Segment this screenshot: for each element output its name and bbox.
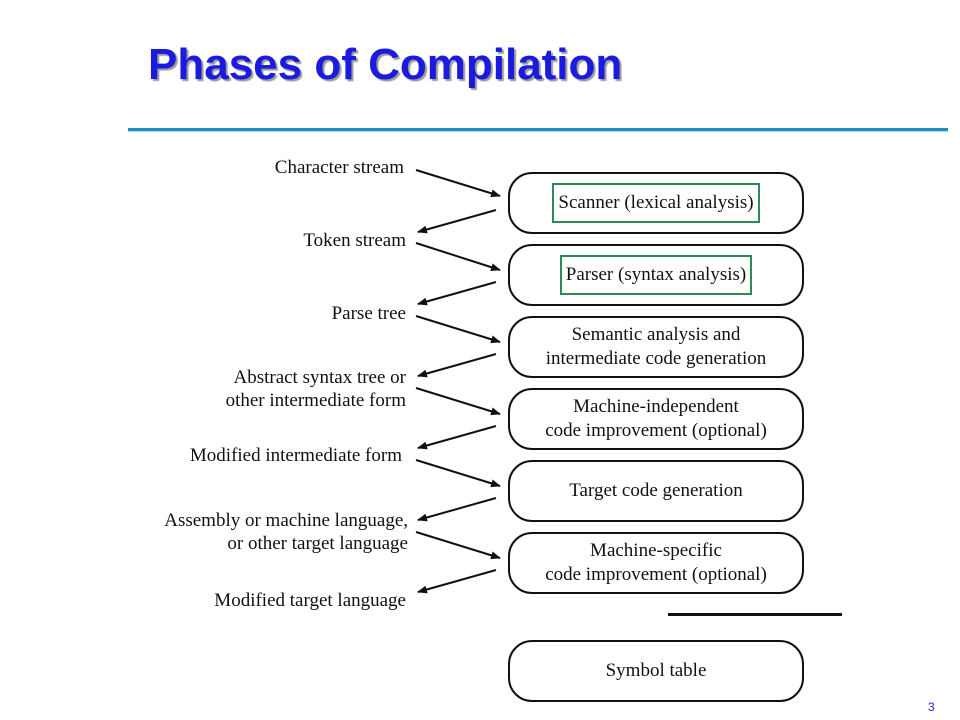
label-token-stream: Token stream (303, 230, 406, 251)
label-parse-tree: Parse tree (331, 303, 406, 324)
arrow-out-of-machine-specific (417, 569, 497, 594)
arrow-into-parser (415, 242, 501, 272)
parser-highlight: Parser (syntax analysis) (559, 255, 753, 295)
arrow-into-machine-specific (415, 531, 501, 560)
slide-title: Phases of Compilation (148, 40, 623, 89)
label-modified-target-language: Modified target language (214, 590, 406, 611)
arrow-into-scanner (415, 169, 501, 198)
page-number: 3 (928, 700, 935, 714)
symbol-table-box: Symbol table (508, 640, 804, 702)
scanner-highlight: Scanner (lexical analysis) (552, 183, 760, 223)
label-assembly-or-machine-language: Assembly or machine language, or other t… (164, 510, 408, 554)
arrow-into-machine-independent (415, 387, 501, 416)
arrow-out-of-parser (417, 281, 497, 306)
arrow-out-of-semantic-analysis (417, 353, 497, 378)
title-underline (128, 128, 948, 132)
label-abstract-syntax-tree: Abstract syntax tree or other intermedia… (225, 367, 406, 411)
arrow-into-target-code-generation (415, 459, 501, 488)
label-character-stream: Character stream (274, 157, 404, 178)
phase-parser-box: Parser (syntax analysis) (508, 244, 804, 306)
label-modified-intermediate-form: Modified intermediate form (189, 445, 402, 466)
arrow-out-of-scanner (417, 209, 497, 234)
arrow-out-of-machine-independent (417, 425, 497, 450)
phase-scanner-box: Scanner (lexical analysis) (508, 172, 804, 234)
phase-target-code-generation-box: Target code generation (508, 460, 804, 522)
arrow-out-of-target-code-generation (417, 497, 497, 522)
arrow-into-semantic-analysis (415, 315, 501, 344)
divider-line (668, 613, 842, 616)
